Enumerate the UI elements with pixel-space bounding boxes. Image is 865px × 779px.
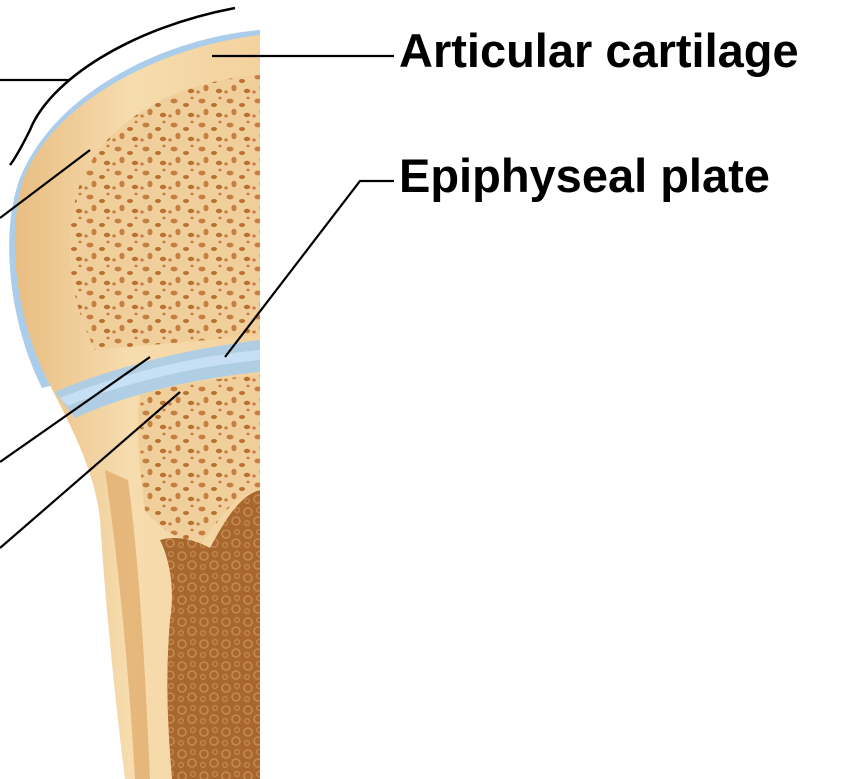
label-epiphyseal-plate: Epiphyseal plate bbox=[399, 152, 770, 199]
bone-body bbox=[0, 0, 260, 779]
label-articular-cartilage: Articular cartilage bbox=[399, 27, 799, 74]
